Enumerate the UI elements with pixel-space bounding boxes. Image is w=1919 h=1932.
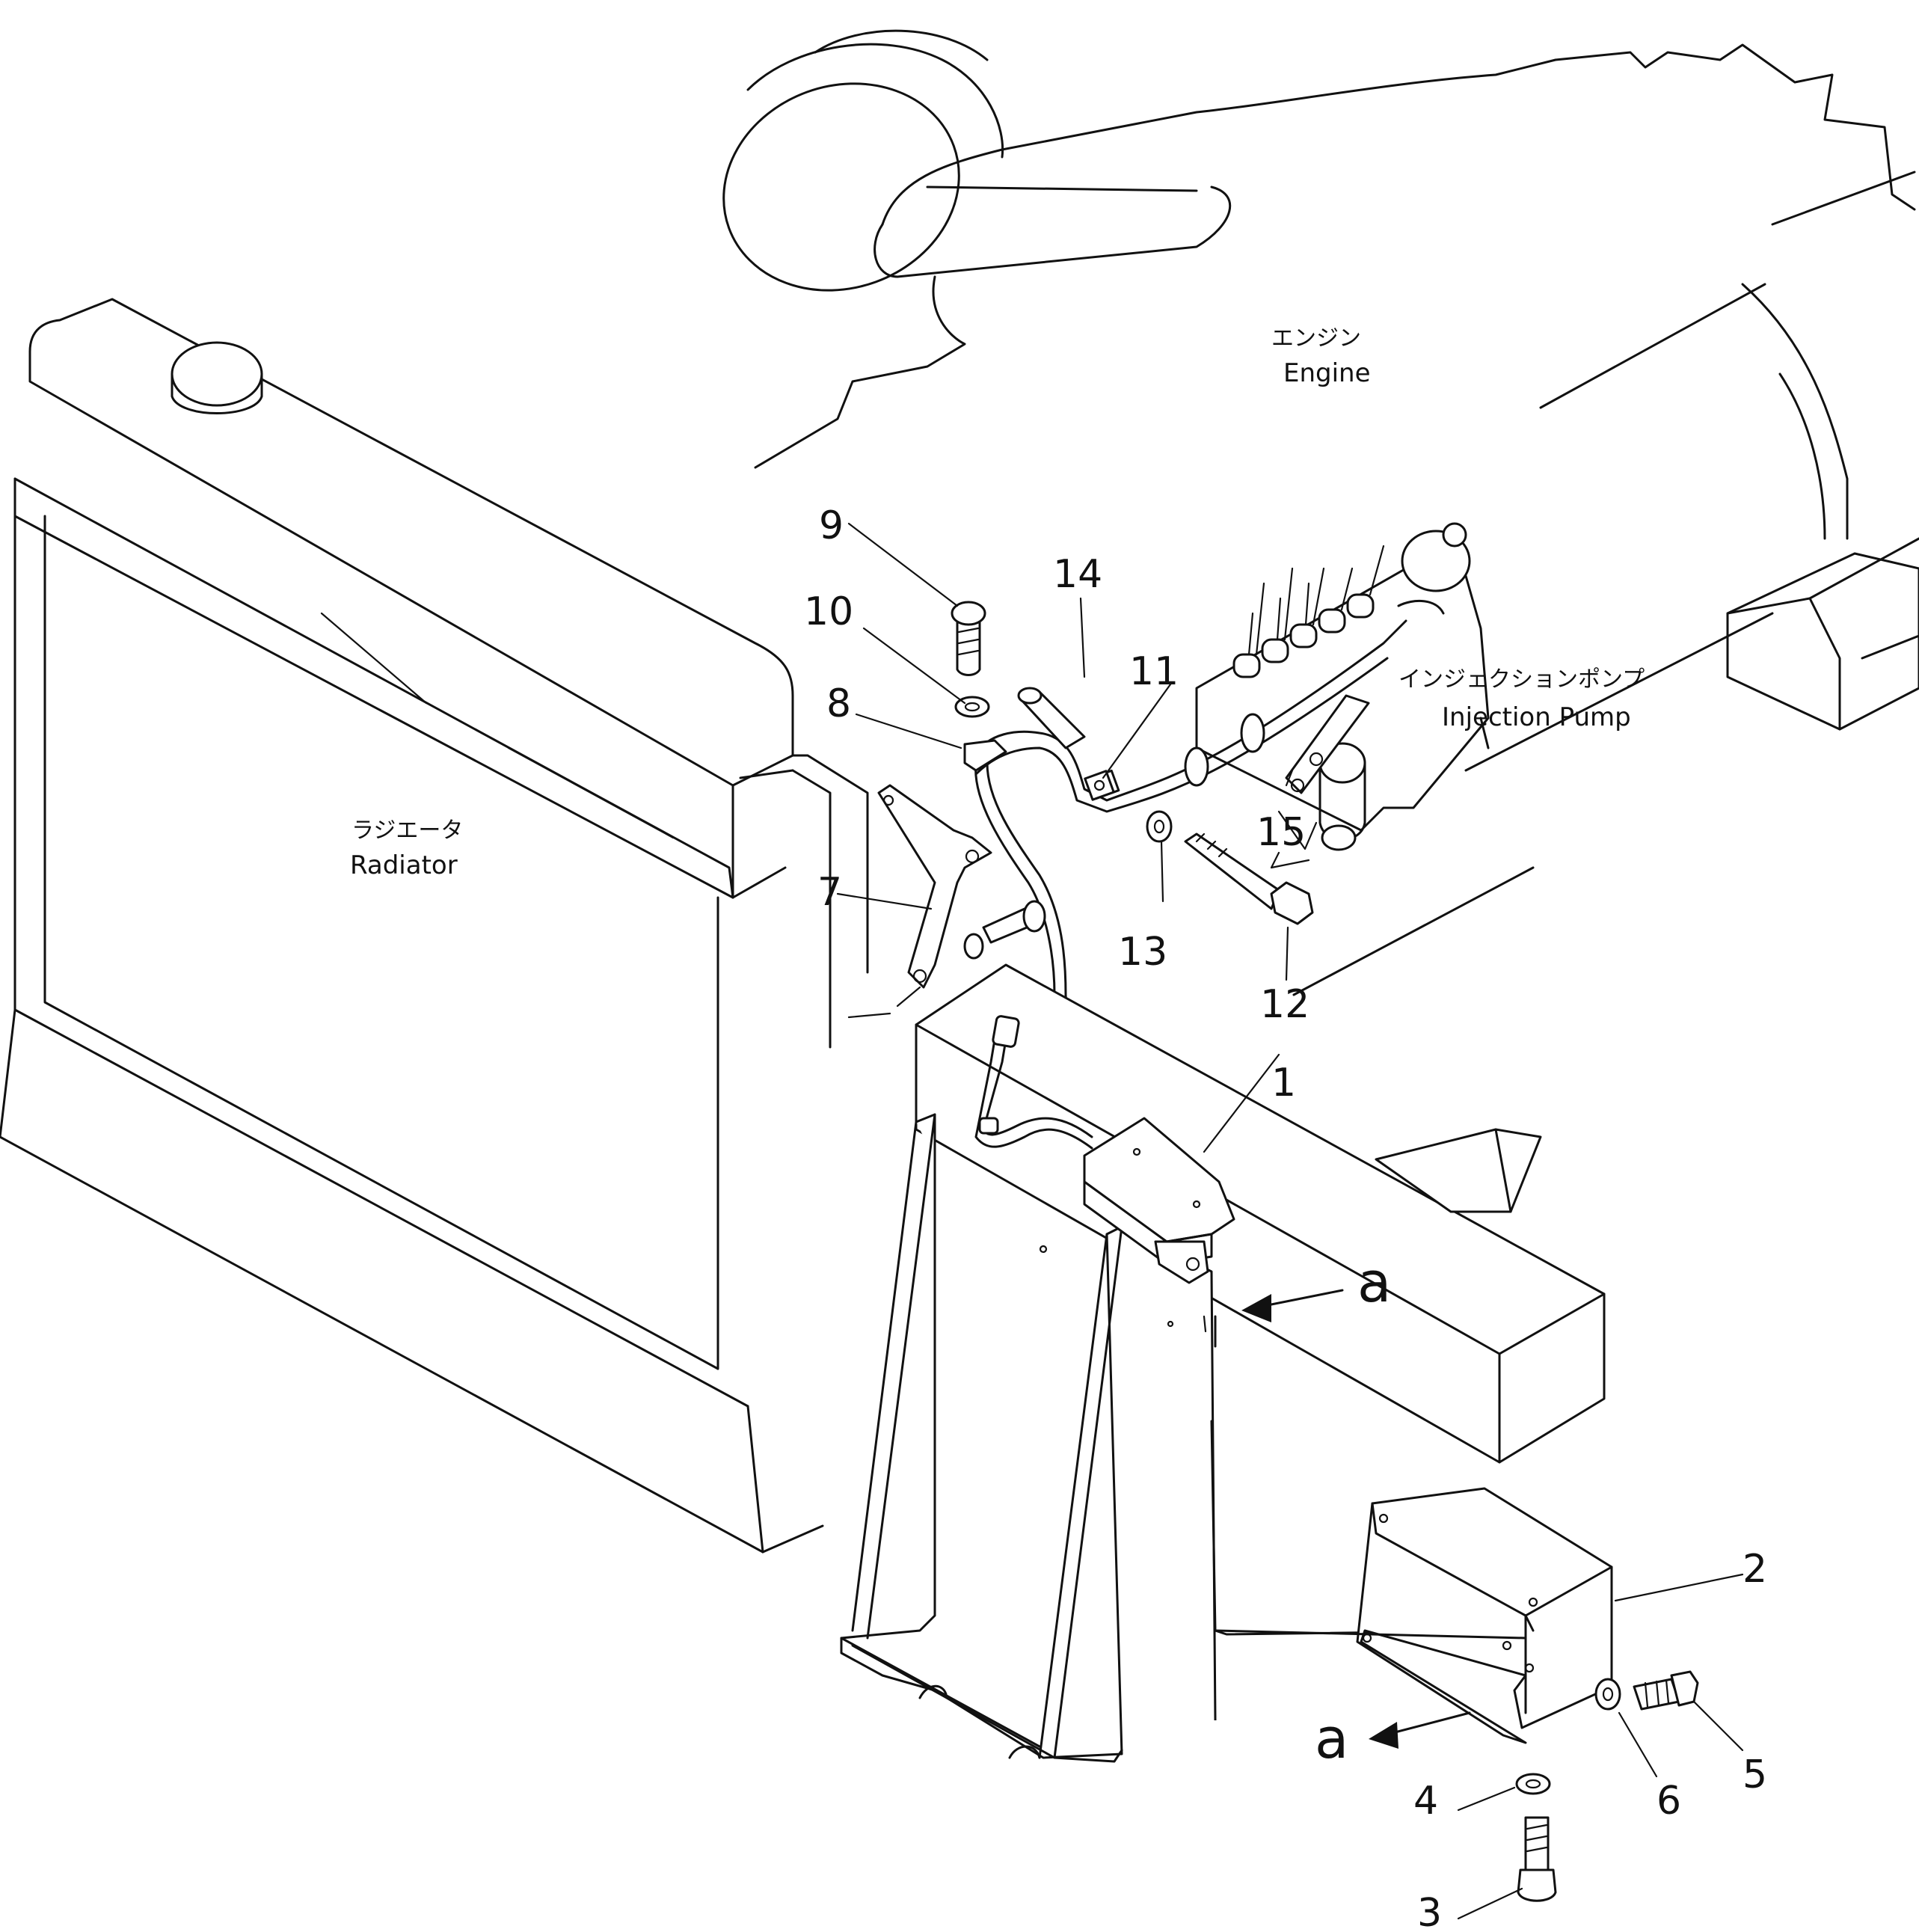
callout-11: 11 — [1129, 649, 1179, 694]
callout-12: 12 — [1260, 982, 1309, 1027]
radiator-outline — [0, 298, 869, 1554]
stop-motor-controller — [974, 1015, 1235, 1284]
callout-13: 13 — [1118, 930, 1167, 975]
injection-pump-label-jp: インジェクションポンプ — [1398, 666, 1645, 693]
injection-pump — [1195, 522, 1490, 851]
callout-7: 7 — [817, 870, 842, 915]
view-ref-a-upper: a — [1357, 1251, 1391, 1315]
engine-label: Engine — [1283, 358, 1371, 388]
callout-1: 1 — [1271, 1061, 1296, 1105]
bracket-7 — [847, 784, 1046, 1019]
injection-pump-label: Injection Pump — [1442, 702, 1631, 732]
radiator-label-jp: ラジエータ — [351, 818, 463, 844]
leader-lines — [836, 522, 1744, 1920]
cover-2 — [1214, 1487, 1613, 1744]
callout-9: 9 — [819, 503, 844, 548]
hardware — [951, 601, 1699, 1902]
callout-6: 6 — [1657, 1779, 1681, 1824]
view-ref-a-lower: a — [1315, 1707, 1348, 1771]
callout-15: 15 — [1256, 810, 1306, 855]
callout-10: 10 — [804, 589, 853, 634]
frame-beam — [840, 963, 1606, 1763]
callout-5: 5 — [1743, 1752, 1767, 1797]
callout-2: 2 — [1743, 1547, 1767, 1592]
callout-3: 3 — [1417, 1891, 1442, 1932]
view-arrows — [1241, 1289, 1471, 1749]
radiator-label: Radiator — [350, 850, 458, 880]
callout-14: 14 — [1053, 552, 1102, 597]
engine-label-jp: エンジン — [1271, 325, 1361, 352]
engine-outline — [722, 29, 1919, 996]
callout-8: 8 — [826, 681, 851, 726]
callout-4: 4 — [1413, 1779, 1438, 1824]
